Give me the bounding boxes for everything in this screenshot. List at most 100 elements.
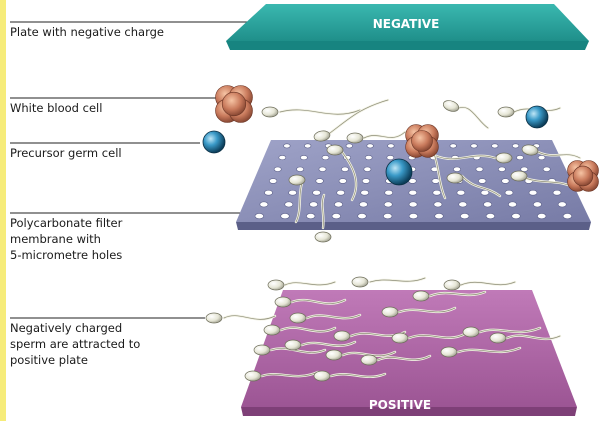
- sperm-tail: [455, 107, 488, 128]
- label-filter-membrane: Polycarbonate filter membrane with 5-mic…: [10, 215, 122, 263]
- filter-hole: [533, 202, 541, 207]
- filter-hole: [339, 179, 347, 184]
- filter-hole: [383, 213, 392, 218]
- filter-hole: [512, 213, 521, 218]
- sperm-tail: [330, 100, 388, 133]
- filter-hole: [337, 190, 345, 195]
- sperm-head: [285, 340, 301, 350]
- sperm-tail: [370, 278, 425, 282]
- white-blood-cell-lobe: [573, 166, 593, 186]
- sperm-head: [498, 107, 514, 117]
- sperm-head: [268, 280, 284, 290]
- label-negative-plate: Plate with negative charge: [10, 24, 164, 40]
- sperm-head: [290, 313, 306, 323]
- filter-hole: [457, 190, 465, 195]
- sperm-head: [275, 297, 291, 307]
- filter-hole: [435, 213, 444, 218]
- sperm-head: [326, 350, 342, 360]
- filter-hole: [498, 167, 505, 172]
- sperm-head: [347, 133, 363, 143]
- filter-hole: [306, 213, 315, 218]
- sperm-head: [490, 333, 506, 343]
- filter-hole: [364, 167, 371, 172]
- filter-hole: [255, 213, 264, 218]
- filter-hole: [274, 167, 281, 172]
- leader-lines: [10, 22, 293, 318]
- filter-hole: [361, 190, 369, 195]
- filter-hole: [434, 202, 442, 207]
- filter-hole: [367, 144, 374, 148]
- filter-hole: [505, 190, 513, 195]
- filter-hole: [313, 190, 321, 195]
- filter-hole: [384, 202, 392, 207]
- sperm-head: [496, 153, 512, 163]
- filter-hole: [332, 213, 341, 218]
- label-white-blood-cell: White blood cell: [10, 100, 102, 116]
- filter-hole: [453, 167, 460, 172]
- filter-hole: [322, 155, 329, 159]
- white-blood-cell-lobe: [222, 92, 246, 116]
- filter-hole: [563, 213, 572, 218]
- filter-hole: [289, 190, 297, 195]
- filter-hole: [279, 155, 286, 159]
- filter-hole: [358, 213, 367, 218]
- sperm-head: [262, 107, 278, 117]
- filter-hole: [365, 155, 372, 159]
- sperm-head: [352, 277, 368, 287]
- negative-plate-label: NEGATIVE: [373, 17, 440, 31]
- sperm-head: [392, 333, 408, 343]
- sperm-head: [444, 280, 460, 290]
- filter-hole: [558, 202, 566, 207]
- filter-hole: [460, 213, 469, 218]
- positive-plate-label: POSITIVE: [369, 398, 431, 412]
- filter-hole: [281, 213, 290, 218]
- filter-hole: [409, 190, 417, 195]
- white-blood-cell: [568, 161, 599, 192]
- filter-hole: [537, 213, 546, 218]
- filter-hole: [409, 202, 417, 207]
- filter-hole: [297, 167, 304, 172]
- filter-hole: [341, 167, 348, 172]
- filter-hole: [478, 179, 486, 184]
- precursor-germ-cell: [386, 159, 412, 185]
- filter-hole: [508, 202, 516, 207]
- sperm-head: [441, 347, 457, 357]
- sperm-head: [334, 331, 350, 341]
- sperm-head: [511, 171, 527, 181]
- filter-hole: [502, 179, 510, 184]
- precursor-germ-cell: [526, 106, 548, 128]
- label-precursor-germ-cell: Precursor germ cell: [10, 145, 122, 161]
- filter-hole: [484, 202, 492, 207]
- filter-hole: [319, 167, 326, 172]
- filter-hole: [481, 190, 489, 195]
- filter-hole: [521, 167, 528, 172]
- filter-hole: [388, 144, 395, 148]
- filter-hole: [492, 144, 499, 148]
- label-sperm-attracted: Negatively charged sperm are attracted t…: [10, 320, 140, 368]
- filter-hole: [517, 155, 524, 159]
- sperm-head: [264, 325, 280, 335]
- filter-hole: [260, 202, 268, 207]
- filter-hole: [459, 202, 467, 207]
- white-blood-cell-lobe: [412, 131, 433, 152]
- filter-hole: [433, 190, 441, 195]
- filter-hole: [409, 213, 418, 218]
- white-blood-cell: [406, 125, 439, 158]
- sperm-head: [361, 355, 377, 365]
- filter-hole: [538, 155, 545, 159]
- filter-hole: [553, 190, 561, 195]
- sperm-tail-outline: [330, 100, 388, 133]
- sperm-head: [327, 145, 343, 155]
- filter-hole: [359, 202, 367, 207]
- filter-hole: [543, 167, 550, 172]
- filter-hole: [269, 179, 277, 184]
- white-blood-cell: [216, 86, 253, 123]
- filter-hole: [300, 155, 307, 159]
- sperm-head: [315, 232, 331, 242]
- precursor-germ-cell: [203, 131, 225, 153]
- sperm-head: [254, 345, 270, 355]
- sperm-head: [413, 291, 429, 301]
- filter-hole: [450, 144, 457, 148]
- filter-hole: [265, 190, 273, 195]
